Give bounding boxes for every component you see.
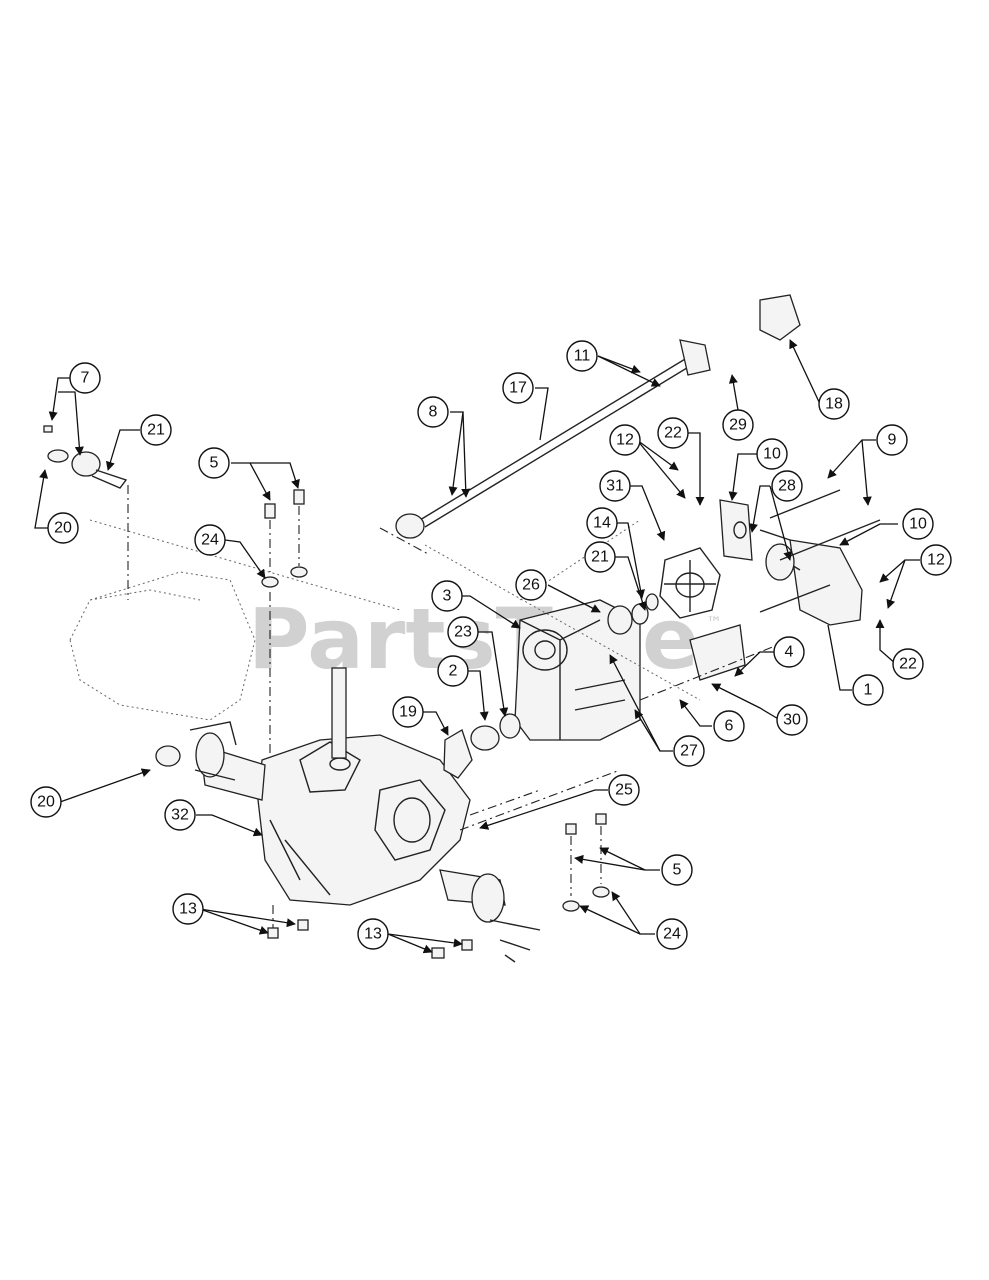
svg-text:13: 13 [179,901,197,918]
svg-text:5: 5 [673,862,682,879]
callout-2: 2 [437,655,469,687]
svg-text:2: 2 [449,663,458,680]
svg-text:30: 30 [783,712,801,729]
svg-text:8: 8 [429,404,438,421]
svg-text:22: 22 [899,656,917,673]
svg-text:18: 18 [825,396,843,413]
svg-text:12: 12 [927,552,945,569]
callout-29: 29 [722,409,754,441]
callouts: 7 21 20 5 24 8 17 11 18 29 12 22 10 9 31… [30,340,952,950]
svg-text:26: 26 [522,577,540,594]
callout-28: 28 [771,470,803,502]
svg-text:19: 19 [399,704,417,721]
svg-text:3: 3 [443,588,452,605]
callout-12-top: 12 [609,424,641,456]
svg-text:27: 27 [680,743,698,760]
callout-19: 21 [140,414,172,446]
svg-text:1: 1 [864,682,873,699]
svg-text:12: 12 [616,432,634,449]
svg-text:32: 32 [171,807,189,824]
callout-22-top: 22 [657,417,689,449]
callout-31: 31 [599,470,631,502]
callout-1: 1 [852,674,884,706]
callout-5-left: 5 [198,447,230,479]
svg-text:20: 20 [54,520,72,537]
svg-text:24: 24 [663,926,681,943]
callout-30: 30 [776,704,808,736]
callout-10-top: 10 [756,438,788,470]
callout-23: 23 [447,616,479,648]
callout-7: 7 [69,362,101,394]
svg-text:5: 5 [210,455,219,472]
svg-text:31: 31 [606,478,624,495]
callout-15: 17 [502,372,534,404]
svg-text:29: 29 [729,417,747,434]
callout-26: 26 [515,569,547,601]
svg-text:13: 13 [364,926,382,943]
callout-27: 27 [673,735,705,767]
parts-artwork [43,294,881,963]
callout-17: 19 [392,696,424,728]
callout-5-right: 5 [661,854,693,886]
svg-text:25: 25 [615,782,633,799]
callout-13-center: 13 [357,918,389,950]
callout-20: 20 [30,786,62,818]
svg-text:7: 7 [81,370,90,387]
svg-text:10: 10 [909,516,927,533]
callout-24-right: 24 [656,918,688,950]
callout-3: 3 [431,580,463,612]
svg-text:22: 22 [664,425,682,442]
svg-text:14: 14 [593,515,611,532]
callout-24-left: 24 [194,524,226,556]
callout-4: 4 [773,636,805,668]
callout-13-left: 13 [172,893,204,925]
svg-text:11: 11 [574,348,591,365]
callout-25: 25 [608,774,640,806]
callout-10-right: 10 [902,508,934,540]
svg-text:21: 21 [591,549,609,566]
svg-text:17: 17 [509,380,527,397]
watermark-trademark: ™ [706,613,722,632]
leader-lines [34,339,920,954]
svg-text:10: 10 [763,446,781,463]
svg-text:28: 28 [778,478,796,495]
svg-text:23: 23 [454,624,472,641]
callout-21: 21 [584,541,616,573]
callout-22-right: 22 [892,648,924,680]
callout-16: 18 [818,388,850,420]
callout-8: 8 [417,396,449,428]
callout-6: 6 [713,710,745,742]
svg-text:20: 20 [37,794,55,811]
callout-9: 9 [876,424,908,456]
callout-14: 14 [586,507,618,539]
callout-11: 11 [566,340,598,372]
svg-text:9: 9 [888,432,897,449]
svg-text:6: 6 [725,718,734,735]
svg-text:4: 4 [785,644,794,661]
svg-text:24: 24 [201,532,219,549]
callout-32: 32 [164,799,196,831]
callout-18: 20 [47,512,79,544]
callout-12-right: 12 [920,544,952,576]
svg-text:21: 21 [147,422,165,439]
